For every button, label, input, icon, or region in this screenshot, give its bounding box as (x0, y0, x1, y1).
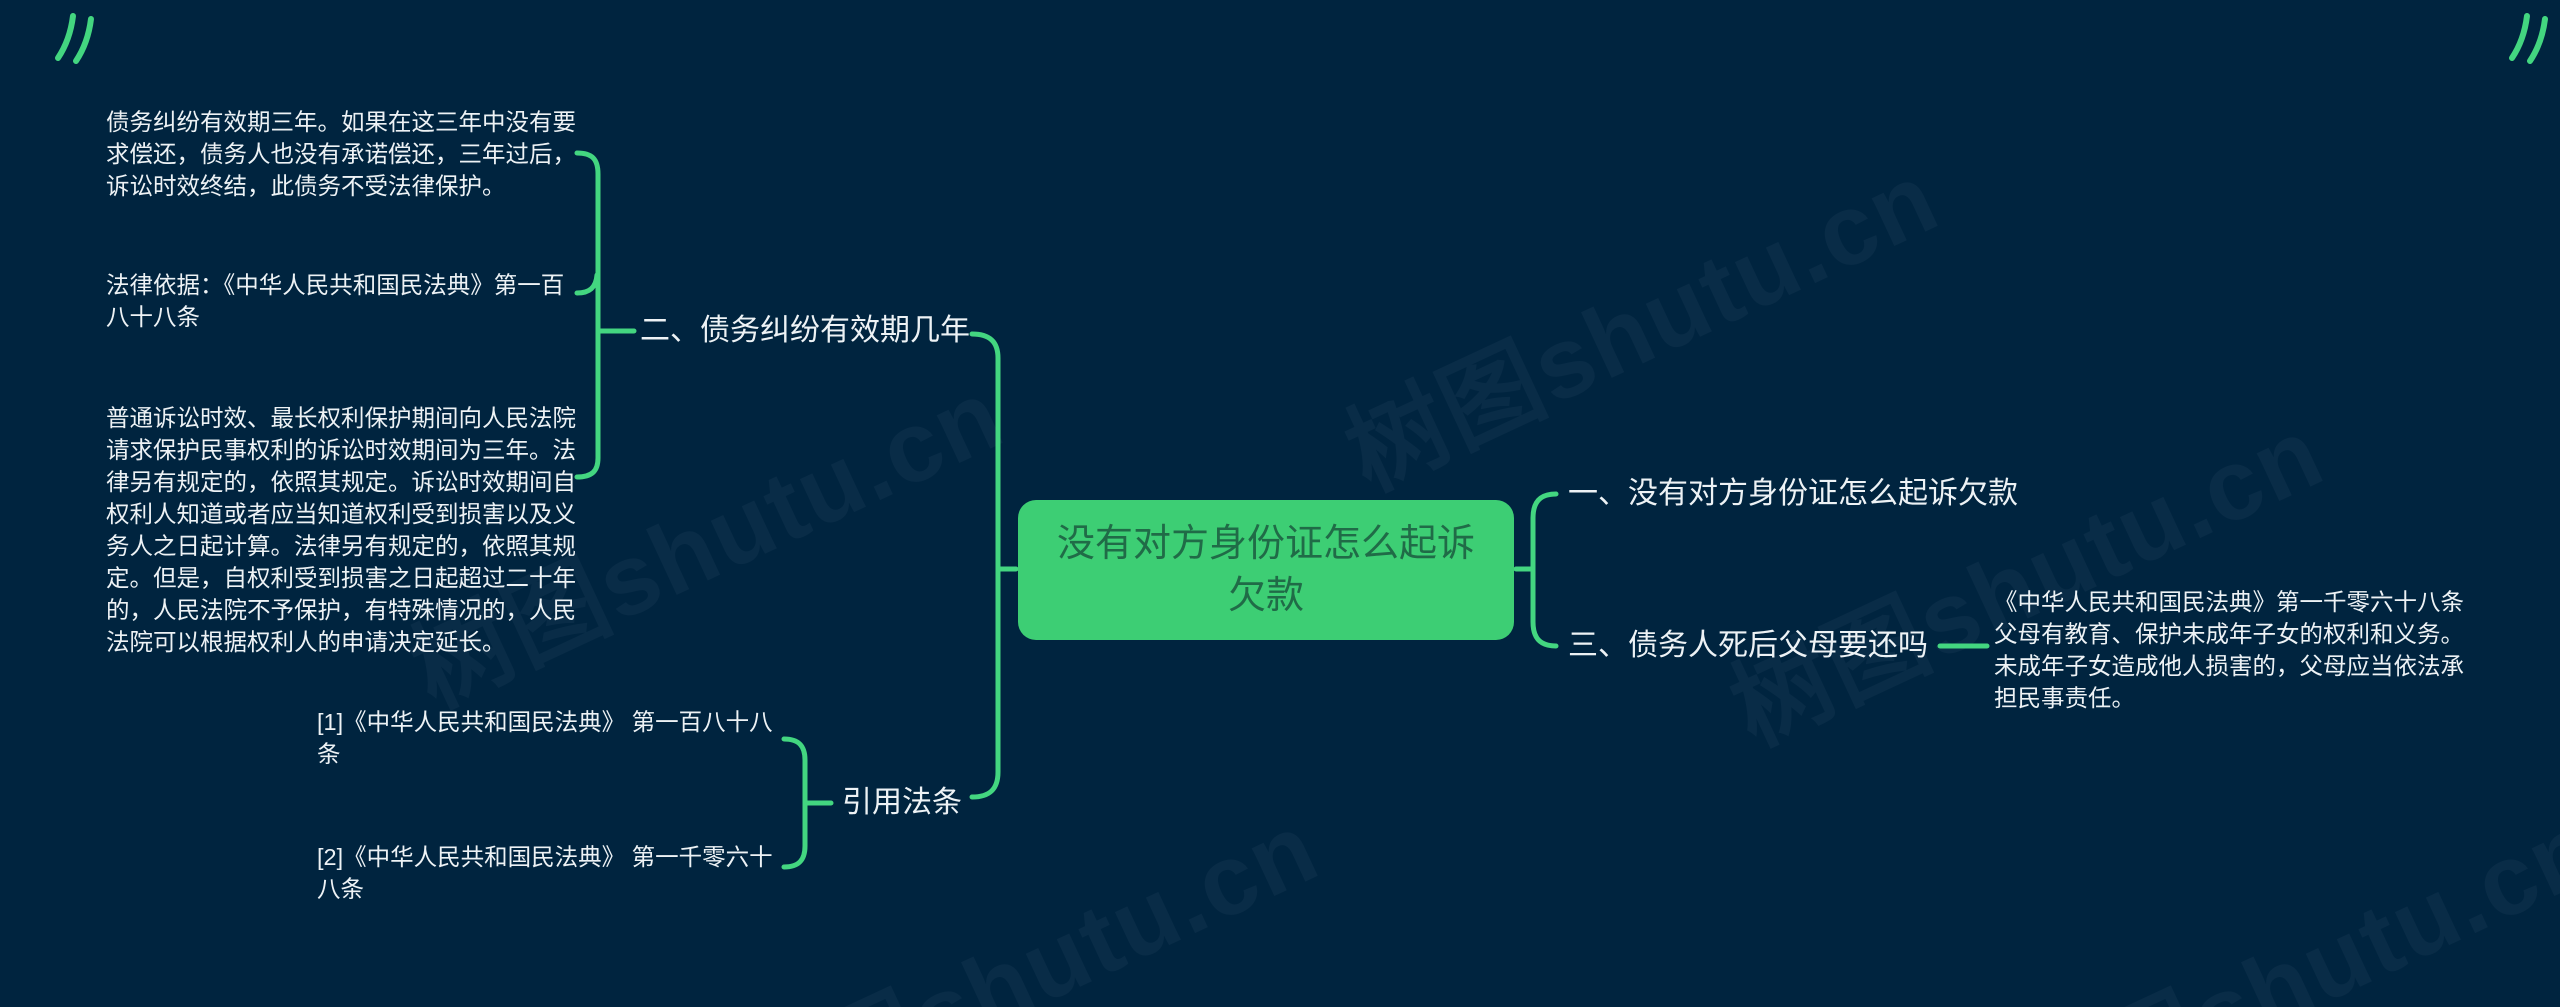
citation-bracket (781, 736, 808, 870)
topic-two-note-2[interactable]: 法律依据：《中华人民共和国民法典》第一百八十八条 (106, 272, 565, 330)
citation-item-1[interactable]: [1]《中华人民共和国民法典》 第一百八十八条 (317, 709, 773, 767)
topic-two-note-3[interactable]: 普通诉讼时效、最长权利保护期间向人民法院请求保护民事权利的诉讼时效期间为三年。法… (106, 405, 576, 655)
topic-one-label[interactable]: 一、没有对方身份证怎么起诉欠款 (1568, 477, 2018, 510)
corner-decoration-icon (2509, 13, 2548, 64)
topic-two-note-1[interactable]: 债务纠纷有效期三年。如果在这三年中没有要求偿还，债务人也没有承诺偿还，三年过后，… (106, 109, 576, 199)
topic-three-note[interactable]: 《中华人民共和国民法典》第一千零六十八条父母有教育、保护未成年子女的权利和义务。… (1994, 589, 2464, 711)
citation-item-2[interactable]: [2]《中华人民共和国民法典》 第一千零六十八条 (317, 844, 773, 902)
topic-two-label[interactable]: 二、债务纠纷有效期几年 (640, 314, 970, 347)
right-branch-bracket (1530, 491, 1559, 649)
left-branch-bracket (969, 331, 1001, 800)
citation-group-label[interactable]: 引用法条 (842, 786, 962, 819)
paragraph-group-bracket (574, 150, 601, 480)
paragraph-group-bracket-hook (574, 272, 600, 296)
corner-decoration-icon (55, 13, 94, 64)
central-topic-node[interactable]: 没有对方身份证怎么起诉欠款 (1018, 500, 1514, 640)
topic-three-label[interactable]: 三、债务人死后父母要还吗 (1568, 629, 1928, 662)
